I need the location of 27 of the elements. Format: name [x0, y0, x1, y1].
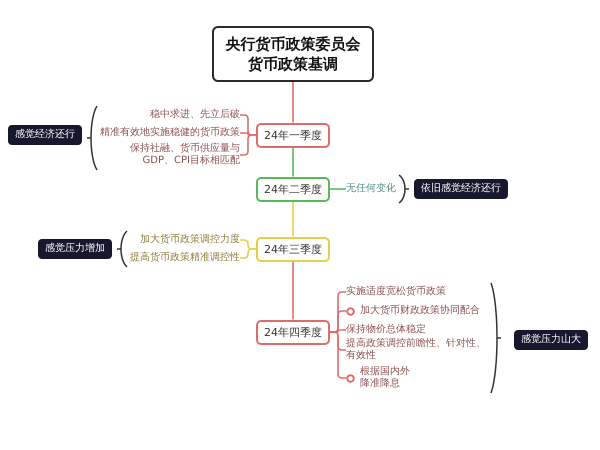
subtopic-text: 稳中求进、先立后破	[150, 109, 240, 121]
subtopic-text: 精准有效地实施稳健的货币政策	[100, 127, 240, 139]
branch-line	[240, 134, 256, 156]
subtopic-text: 实施适度宽松货币政策	[346, 286, 446, 298]
subtopic-text: 加大货币财政政策协同配合	[360, 305, 480, 317]
branch-line	[292, 82, 294, 122]
summary-tag: 感觉压力增加	[38, 239, 112, 259]
summary-tag: 依旧感觉经济还行	[414, 179, 508, 199]
topic-box: 24年四季度	[256, 320, 330, 344]
subtopic-text: 根据国内外降准降息	[360, 366, 411, 390]
topic-box: 24年一季度	[256, 122, 330, 148]
summary-tag: 感觉经济还行	[8, 125, 82, 145]
topic-box: 24年三季度	[256, 236, 330, 262]
branch-line	[292, 148, 294, 176]
branch-line	[292, 202, 294, 236]
central-topic-box: 央行货币政策委员会货币政策基调	[212, 26, 374, 82]
summary-tag: 感觉压力山大	[514, 330, 588, 350]
subtopic-text: 保持社融、货币供应量与GDP、CPI目标相匹配	[110, 143, 240, 167]
subtopic-text: 提高货币政策精准调控性	[130, 252, 240, 264]
topic-box: 24年二季度	[256, 176, 330, 202]
branch-line	[330, 188, 346, 190]
subtopic-text: 加大货币政策调控力度	[140, 234, 240, 246]
subtopic-text: 无任何变化	[346, 183, 396, 195]
subtopic-text: 保持物价总体稳定	[346, 324, 426, 336]
branch-line	[240, 248, 256, 259]
subtopic-text: 提高政策调控前瞻性、针对性、有效性	[346, 338, 488, 362]
branch-line	[292, 262, 294, 320]
